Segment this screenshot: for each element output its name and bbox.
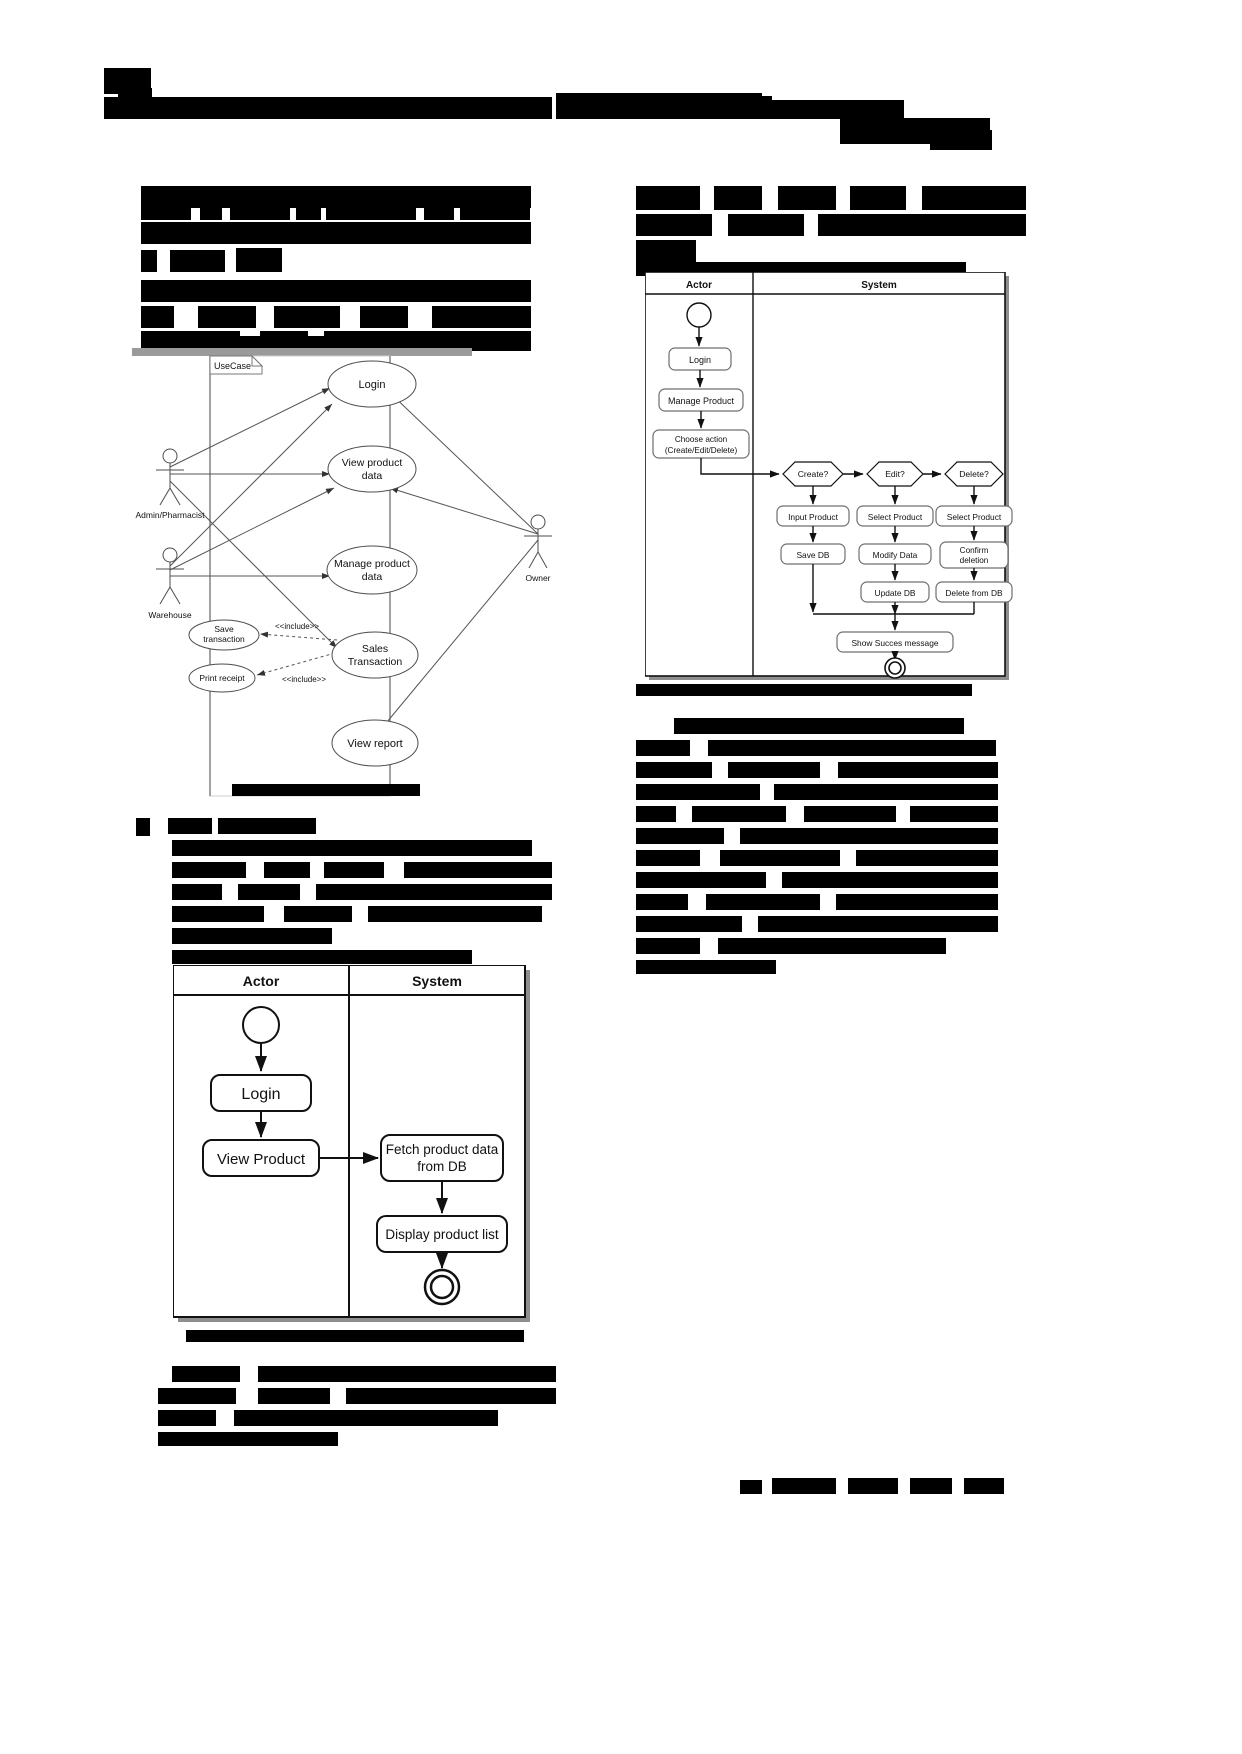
- usecase-associations: [169, 387, 539, 729]
- action-label-login: Login: [689, 355, 711, 365]
- action-manage-product: Manage Product: [658, 388, 744, 412]
- action-label-display: Display product list: [385, 1227, 499, 1242]
- action-label-select-product-delete: Select Product: [947, 512, 1002, 522]
- decision-delete: Delete?: [944, 461, 1004, 487]
- usecase-label-view-product-l1: View product: [342, 457, 403, 469]
- action-label-update-db: Update DB: [875, 588, 916, 598]
- usecase-node-view-product: View product data: [327, 445, 417, 493]
- action-label-choose-l2: (Create/Edit/Delete): [665, 446, 738, 455]
- action-label-select-product-edit: Select Product: [868, 512, 923, 522]
- decision-edit: Edit?: [866, 461, 924, 487]
- initial-node: [686, 302, 712, 328]
- action-select-product-delete: Select Product: [935, 505, 1013, 527]
- actor-label-warehouse: Warehouse: [148, 610, 191, 620]
- initial-node: [242, 1006, 280, 1044]
- action-label-delete-from-db: Delete from DB: [945, 588, 1003, 598]
- final-node: [423, 1268, 461, 1306]
- actor-label-admin: Admin/Pharmacist: [136, 510, 206, 520]
- action-label-manage-product: Manage Product: [668, 396, 735, 406]
- usecase-node-manage-product: Manage product data: [326, 545, 418, 595]
- activity-diagram-manage-product: Actor System Login Manage Product Choose…: [645, 272, 1013, 684]
- action-view-product: View Product: [202, 1139, 320, 1177]
- usecase-label-login: Login: [359, 379, 386, 391]
- action-select-product-edit: Select Product: [856, 505, 934, 527]
- usecase-node-view-report: View report: [331, 719, 419, 767]
- action-label-login: Login: [241, 1086, 280, 1103]
- action-fetch-product-data: Fetch product data from DB: [380, 1134, 504, 1182]
- action-label-modify-data: Modify Data: [873, 550, 918, 560]
- usecase-node-login: Login: [327, 360, 417, 408]
- usecase-frame-label: UseCase: [214, 361, 251, 371]
- usecase-include-links: [256, 631, 338, 676]
- actor-admin-pharmacist: Admin/Pharmacist: [136, 448, 206, 520]
- decision-label-create: Create?: [798, 469, 829, 479]
- usecase-label-save-l1: Save: [214, 624, 234, 634]
- action-display-product-list: Display product list: [376, 1215, 508, 1253]
- usecase-label-view-report: View report: [347, 738, 402, 750]
- actor-warehouse: Warehouse: [148, 547, 192, 620]
- usecase-label-sales-l1: Sales: [362, 643, 388, 655]
- decision-label-edit: Edit?: [885, 469, 905, 479]
- lane-header-system: System: [412, 973, 462, 989]
- action-input-product: Input Product: [776, 505, 850, 527]
- include-stereotype-print: <<include>>: [282, 675, 326, 684]
- usecase-node-save-transaction: Save transaction: [188, 619, 260, 651]
- action-show-success-message: Show Succes message: [836, 631, 954, 653]
- action-modify-data: Modify Data: [858, 543, 932, 565]
- action-label-fetch-l1: Fetch product data: [386, 1142, 499, 1157]
- use-case-diagram: UseCase: [132, 348, 592, 800]
- lane-header-actor: Actor: [686, 280, 712, 291]
- usecase-label-sales-l2: Transaction: [348, 656, 403, 668]
- action-choose-action: Choose action (Create/Edit/Delete): [652, 429, 750, 459]
- include-stereotype-save: <<include>>: [275, 622, 319, 631]
- usecase-node-sales-transaction: Sales Transaction: [331, 631, 419, 679]
- action-label-confirm-l1: Confirm: [960, 546, 989, 555]
- usecase-label-save-l2: transaction: [203, 634, 245, 644]
- action-label-input-product: Input Product: [788, 512, 838, 522]
- actor-label-owner: Owner: [525, 573, 550, 583]
- action-label-fetch-l2: from DB: [417, 1159, 467, 1174]
- actor-owner: Owner: [524, 514, 552, 583]
- usecase-label-manage-product-l2: data: [362, 571, 383, 583]
- action-login: Login: [210, 1074, 312, 1112]
- usecase-label-print-receipt: Print receipt: [199, 673, 245, 683]
- activity-diagram-view-product: Actor System Login View Product Fetch pr…: [173, 965, 535, 1325]
- lane-header-actor: Actor: [243, 973, 280, 989]
- action-confirm-deletion: Confirm deletion: [939, 541, 1009, 569]
- action-label-view-product: View Product: [217, 1151, 306, 1168]
- action-update-db: Update DB: [860, 581, 930, 603]
- action-label-show-success: Show Succes message: [851, 638, 938, 648]
- action-login: Login: [668, 347, 732, 371]
- lane-header-system: System: [861, 280, 897, 291]
- decision-create: Create?: [782, 461, 844, 487]
- action-label-save-db: Save DB: [796, 550, 829, 560]
- decision-label-delete: Delete?: [959, 469, 989, 479]
- action-save-db: Save DB: [780, 543, 846, 565]
- action-delete-from-db: Delete from DB: [935, 581, 1013, 603]
- action-label-choose-l1: Choose action: [675, 435, 728, 444]
- usecase-label-manage-product-l1: Manage product: [334, 558, 410, 570]
- action-label-confirm-l2: deletion: [960, 556, 989, 565]
- final-node: [884, 657, 906, 679]
- usecase-label-view-product-l2: data: [362, 470, 383, 482]
- usecase-node-print-receipt: Print receipt: [188, 663, 256, 693]
